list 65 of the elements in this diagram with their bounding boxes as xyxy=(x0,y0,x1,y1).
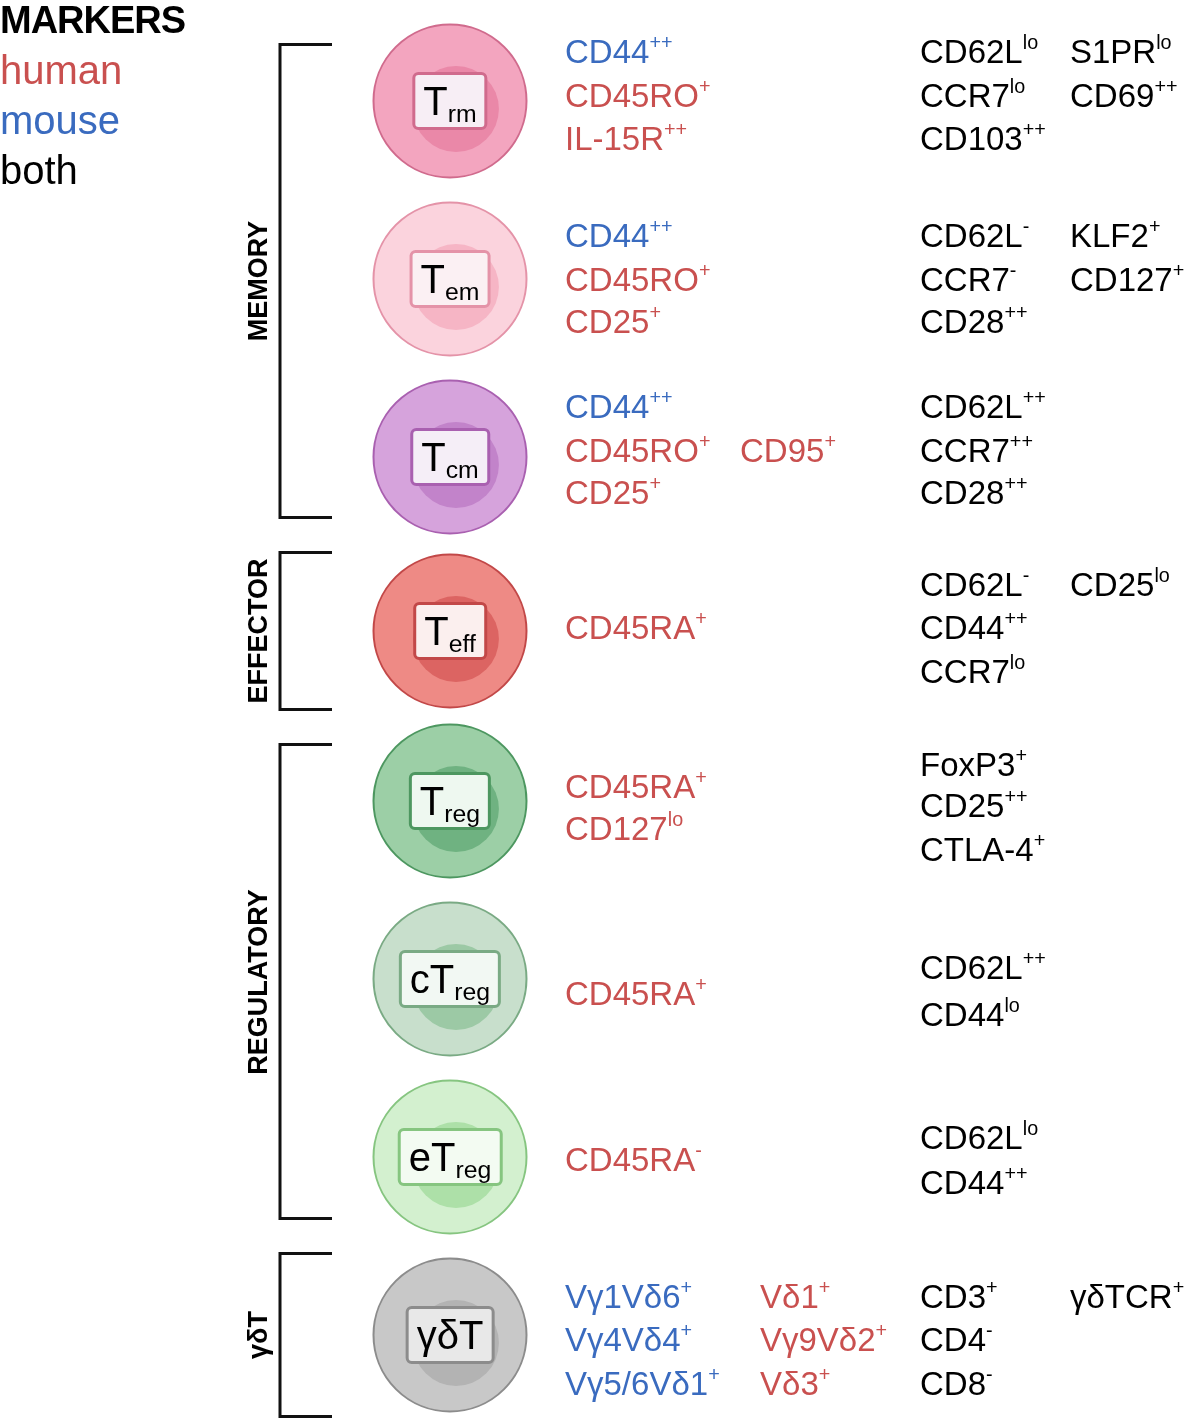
marker-label: CD127$^{+}$ xyxy=(1070,261,1185,299)
marker-label: CD45RO$^{+}$ xyxy=(565,261,711,299)
marker-label: Vγ9Vδ2$^{+}$ xyxy=(760,1321,888,1359)
marker-label: CD45RO$^{+}$ xyxy=(565,77,711,115)
marker-label: FoxP3$^{+}$ xyxy=(920,746,1027,784)
marker-label: CD45RA$^{+}$ xyxy=(565,768,707,806)
group-label: REGULATORY xyxy=(242,888,274,1075)
cell-label: eT$_{reg}$ xyxy=(397,1128,503,1186)
cell-label: T$_{cm}$ xyxy=(410,428,490,486)
group-label: EFFECTOR xyxy=(242,558,274,704)
marker-label: CCR7$^{lo}$ xyxy=(920,77,1026,115)
marker-label: CD28$^{++}$ xyxy=(920,303,1028,341)
marker-label: CD95$^{+}$ xyxy=(740,432,836,470)
legend-entry: mouse xyxy=(0,98,121,142)
marker-label: CCR7$^{++}$ xyxy=(920,432,1033,470)
group-label: γδT xyxy=(242,1311,274,1359)
marker-label: CD44$^{++}$ xyxy=(565,217,673,255)
marker-label: Vγ1Vδ6$^{+}$ xyxy=(565,1278,693,1316)
legend-entry: both xyxy=(0,148,78,192)
marker-label: CD25$^{lo}$ xyxy=(1070,566,1170,604)
marker-label: CD62L$^{lo}$ xyxy=(920,33,1039,71)
cell-label: T$_{reg}$ xyxy=(408,772,492,830)
marker-label: CCR7$^{-}$ xyxy=(920,261,1017,299)
marker-label: KLF2$^{+}$ xyxy=(1070,217,1161,255)
marker-label: CD127$^{lo}$ xyxy=(565,810,684,848)
marker-label: CD25$^{++}$ xyxy=(920,787,1028,825)
marker-label: CD44$^{++}$ xyxy=(920,609,1028,647)
cell-label: T$_{em}$ xyxy=(409,250,491,308)
marker-label: γδTCR$^{+}$ xyxy=(1070,1278,1185,1316)
marker-label: CD69$^{++}$ xyxy=(1070,77,1178,115)
marker-label: CD28$^{++}$ xyxy=(920,474,1028,512)
marker-label: CD44$^{lo}$ xyxy=(920,996,1020,1034)
marker-label: CD44$^{++}$ xyxy=(920,1164,1028,1202)
marker-label: CD25$^{+}$ xyxy=(565,303,661,341)
legend-heading: MARKERS xyxy=(0,0,186,40)
marker-label: CD62L$^{++}$ xyxy=(920,949,1046,987)
marker-label: CCR7$^{lo}$ xyxy=(920,653,1026,691)
marker-label: CD44$^{++}$ xyxy=(565,388,673,426)
marker-label: CD62L$^{-}$ xyxy=(920,566,1030,604)
marker-label: S1PR$^{lo}$ xyxy=(1070,33,1172,71)
marker-label: Vγ4Vδ4$^{+}$ xyxy=(565,1321,693,1359)
marker-label: CD44$^{++}$ xyxy=(565,33,673,71)
marker-label: CD25$^{+}$ xyxy=(565,474,661,512)
marker-label: CD45RA$^{-}$ xyxy=(565,1141,702,1179)
marker-label: CD62L$^{-}$ xyxy=(920,217,1030,255)
marker-label: Vγ5/6Vδ1$^{+}$ xyxy=(565,1365,720,1403)
cell-label: cT$_{reg}$ xyxy=(398,950,502,1008)
legend-entry: human xyxy=(0,48,123,92)
marker-label: Vδ1$^{+}$ xyxy=(760,1278,831,1316)
marker-label: CTLA-4$^{+}$ xyxy=(920,831,1046,869)
cell-label: T$_{rm}$ xyxy=(412,72,488,130)
marker-label: CD45RO$^{+}$ xyxy=(565,432,711,470)
marker-label: CD62L$^{++}$ xyxy=(920,388,1046,426)
marker-label: CD45RA$^{+}$ xyxy=(565,975,707,1013)
group-label: MEMORY xyxy=(242,220,274,342)
marker-label: Vδ3$^{+}$ xyxy=(760,1365,831,1403)
marker-label: CD103$^{++}$ xyxy=(920,120,1046,158)
marker-label: CD62L$^{lo}$ xyxy=(920,1119,1039,1157)
marker-label: IL-15R$^{++}$ xyxy=(565,120,688,158)
marker-label: CD8$^{-}$ xyxy=(920,1365,993,1403)
cell-label: T$_{eff}$ xyxy=(413,602,487,660)
marker-label: CD3$^{+}$ xyxy=(920,1278,998,1316)
cell-label: γδT xyxy=(405,1306,495,1364)
marker-label: CD4$^{-}$ xyxy=(920,1321,993,1359)
marker-label: CD45RA$^{+}$ xyxy=(565,609,707,647)
